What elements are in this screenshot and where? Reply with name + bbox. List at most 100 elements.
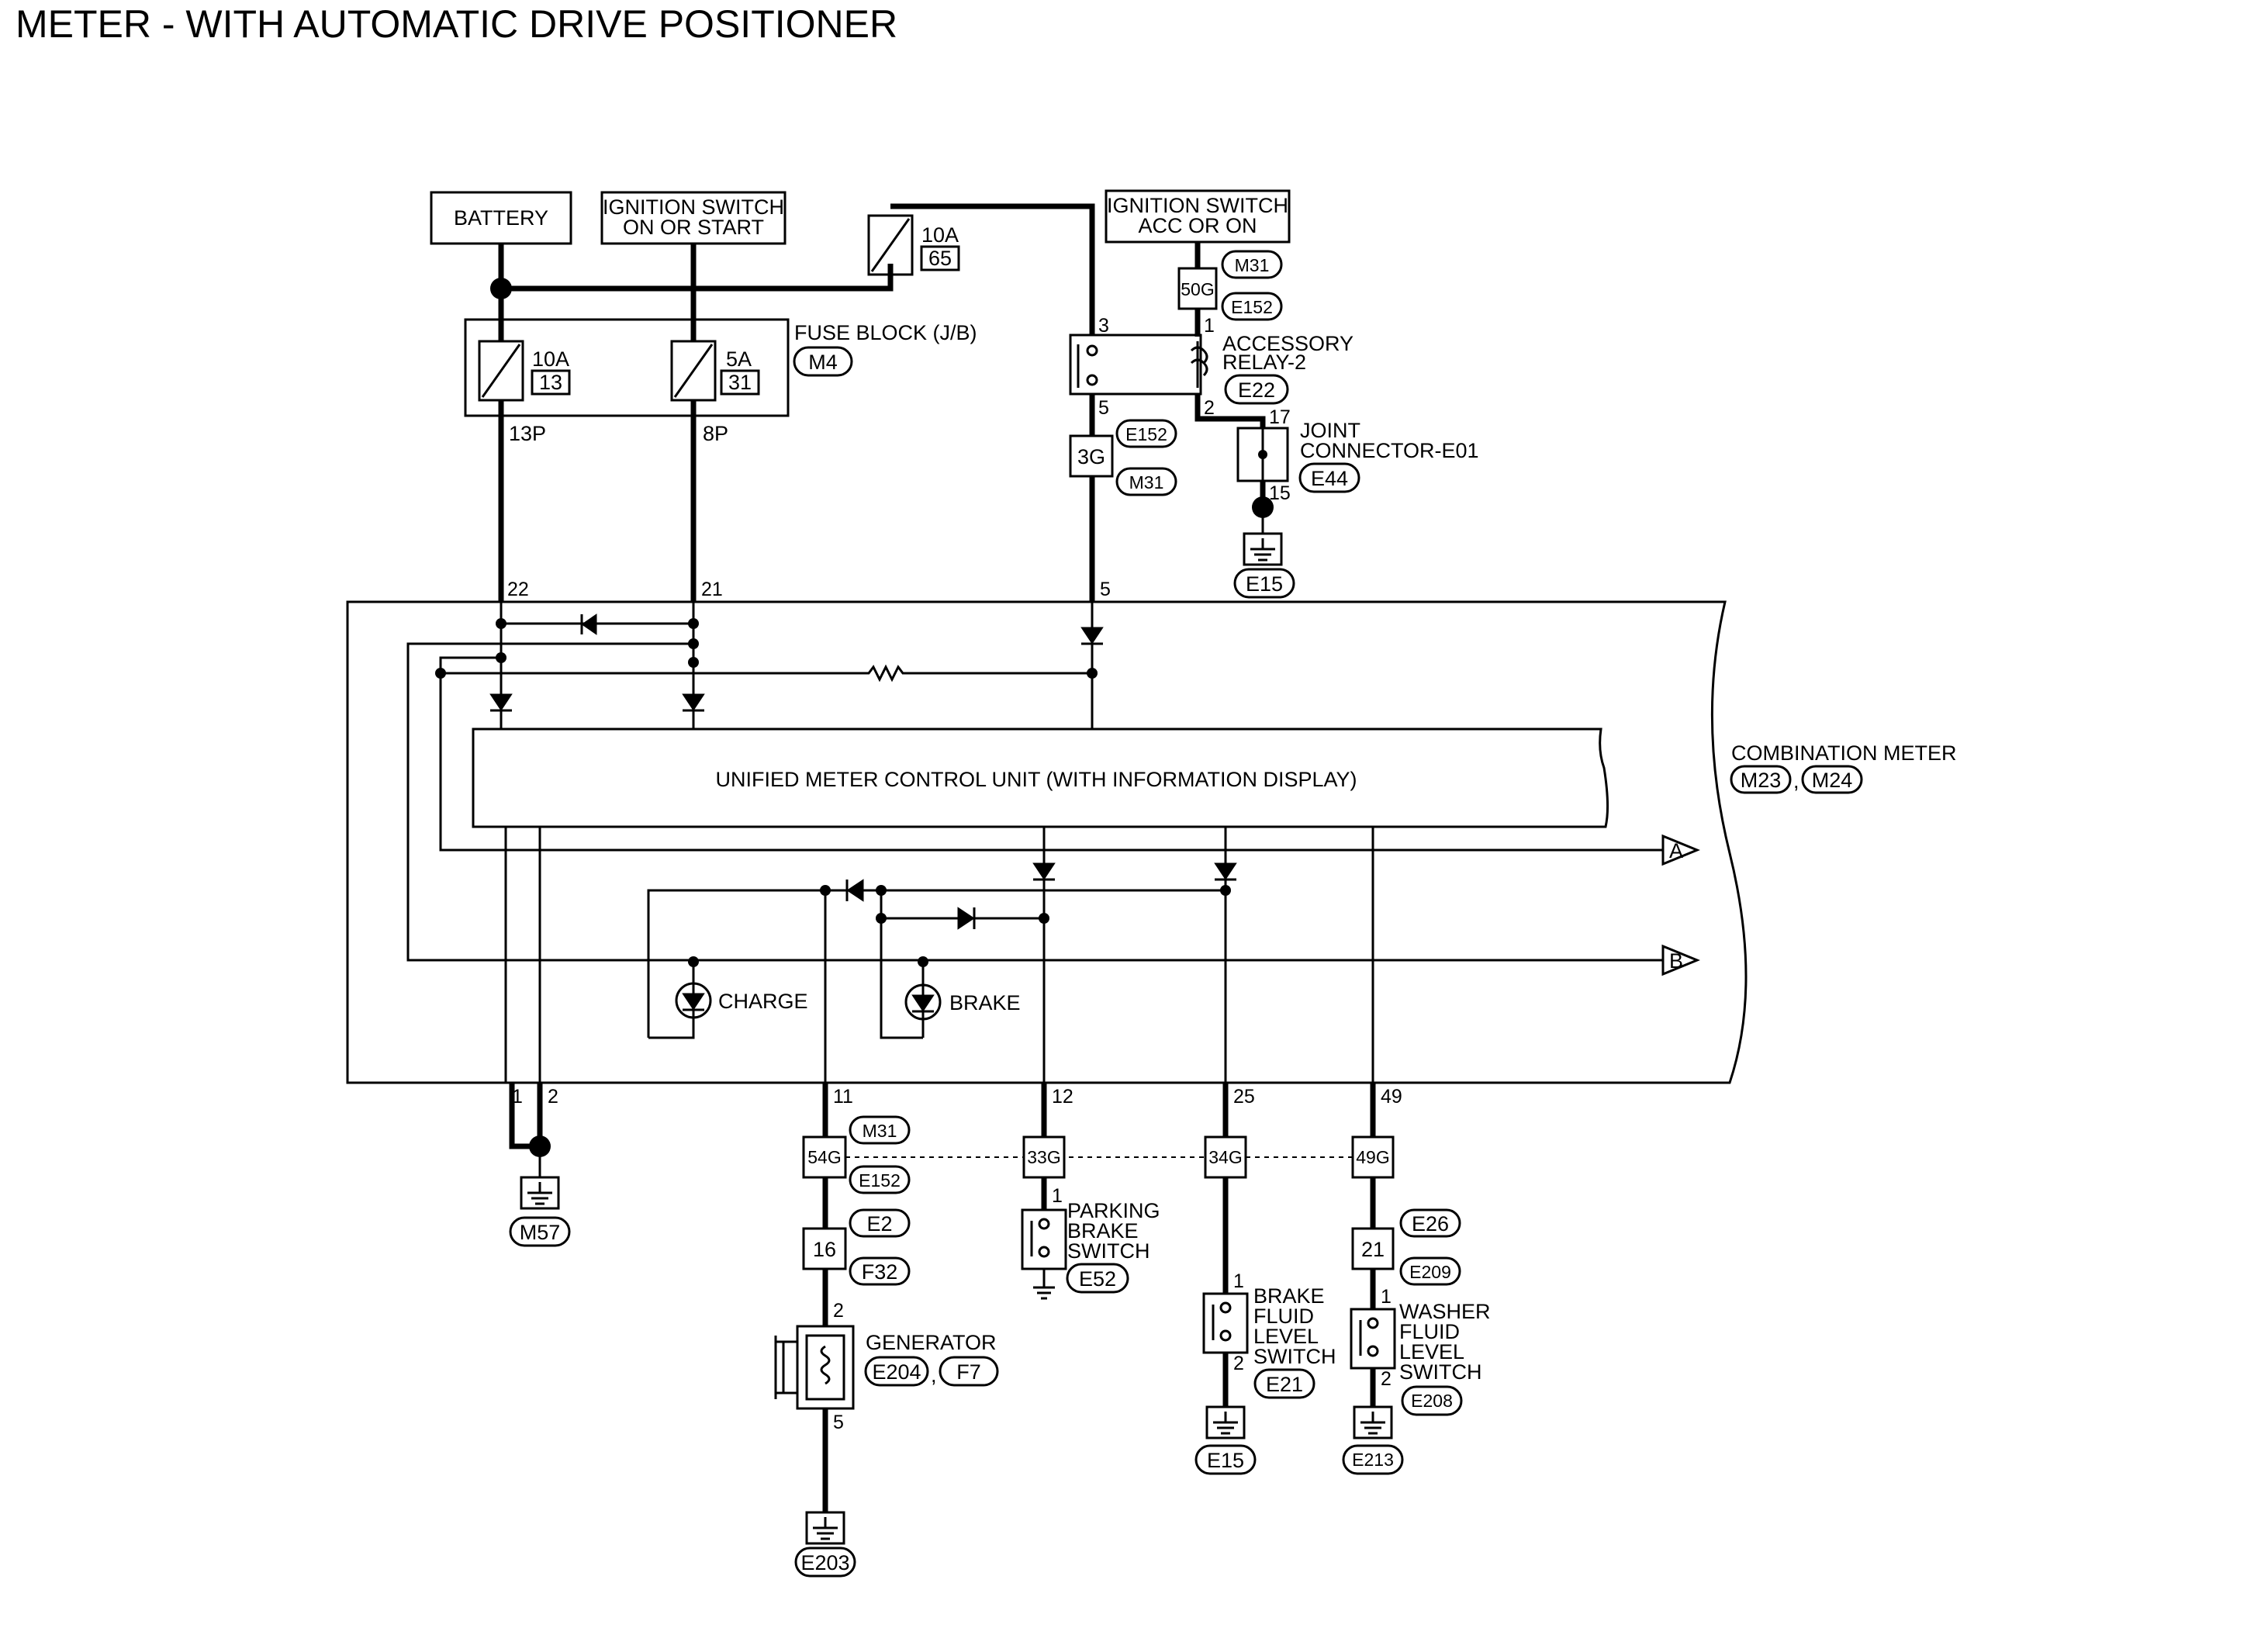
svg-text:17: 17 xyxy=(1269,406,1291,428)
svg-text:5: 5 xyxy=(1098,397,1109,419)
svg-text:2: 2 xyxy=(1233,1353,1244,1374)
svg-text:2: 2 xyxy=(1204,397,1215,419)
connector-34g: 34G xyxy=(1204,1135,1247,1179)
joint-connector-e01: 17 15 JOINT CONNECTOR-E01 E44 xyxy=(1236,406,1479,504)
svg-text:10A: 10A xyxy=(532,347,569,371)
svg-text:5: 5 xyxy=(1100,579,1111,600)
connector-arrow-b: B xyxy=(1661,944,1700,976)
ignition-switch-acc-box: IGNITION SWITCH ACC OR ON xyxy=(1105,189,1291,244)
svg-text:F32: F32 xyxy=(862,1260,898,1284)
svg-text:E204: E204 xyxy=(872,1360,921,1384)
svg-text:3G: 3G xyxy=(1077,445,1105,468)
svg-text:49G: 49G xyxy=(1356,1147,1389,1167)
ground-e15-top: E15 xyxy=(1233,532,1295,599)
svg-text:5A: 5A xyxy=(726,347,752,371)
svg-text:FUSE BLOCK (J/B): FUSE BLOCK (J/B) xyxy=(794,321,977,344)
svg-text:CONNECTOR-E01: CONNECTOR-E01 xyxy=(1300,439,1479,462)
svg-text:13P: 13P xyxy=(509,422,546,445)
svg-text:B: B xyxy=(1669,949,1683,973)
svg-text:IGNITION SWITCH: IGNITION SWITCH xyxy=(1107,194,1288,217)
svg-text:65: 65 xyxy=(928,247,952,270)
svg-text:A: A xyxy=(1669,839,1683,862)
svg-text:BATTERY: BATTERY xyxy=(454,206,548,230)
svg-text:,: , xyxy=(931,1363,937,1387)
svg-text:49: 49 xyxy=(1381,1086,1402,1108)
connector-3g: 3G E152 M31 xyxy=(1069,419,1177,496)
unified-meter-control-unit: UNIFIED METER CONTROL UNIT (WITH INFORMA… xyxy=(472,728,1609,828)
svg-text:M24: M24 xyxy=(1812,769,1853,792)
svg-text:M31: M31 xyxy=(863,1121,897,1141)
charge-lamp: CHARGE xyxy=(648,956,808,1039)
svg-text:54G: 54G xyxy=(807,1147,841,1167)
svg-text:FLUID: FLUID xyxy=(1399,1320,1460,1343)
svg-text:E22: E22 xyxy=(1238,378,1275,402)
svg-text:2: 2 xyxy=(833,1300,844,1322)
accessory-relay-2: 3 1 5 2 ACCESSORY RELAY-2 E22 xyxy=(1069,315,1353,419)
connector-21: 21 E26 E209 xyxy=(1351,1208,1461,1286)
svg-text:LEVEL: LEVEL xyxy=(1253,1325,1319,1348)
svg-text:M31: M31 xyxy=(1129,472,1164,492)
svg-text:5: 5 xyxy=(833,1412,844,1433)
connector-49g: 49G xyxy=(1351,1135,1395,1179)
parking-brake-switch: PARKING BRAKE SWITCH E52 xyxy=(1021,1199,1160,1300)
connector-arrow-a: A xyxy=(1661,834,1700,866)
svg-text:JOINT: JOINT xyxy=(1300,419,1360,442)
generator: GENERATOR E204 , F7 xyxy=(774,1325,999,1410)
connector-50g: 50G M31 E152 xyxy=(1177,250,1283,321)
brake-lamp: BRAKE xyxy=(904,956,1021,1038)
svg-text:ACC OR ON: ACC OR ON xyxy=(1138,214,1257,237)
svg-text:E209: E209 xyxy=(1409,1262,1451,1282)
svg-text:10A: 10A xyxy=(921,223,959,247)
svg-text:22: 22 xyxy=(507,579,529,600)
combination-meter: COMBINATION METER M23 , M24 xyxy=(346,600,1957,1084)
svg-text:M57: M57 xyxy=(520,1221,561,1244)
svg-text:E15: E15 xyxy=(1207,1449,1244,1472)
svg-text:2: 2 xyxy=(1381,1368,1392,1390)
connector-54g: 54G M31 E152 xyxy=(802,1115,911,1194)
svg-text:15: 15 xyxy=(1269,482,1291,504)
svg-text:34G: 34G xyxy=(1208,1147,1242,1167)
brake-fluid-level-switch: BRAKE FLUID LEVEL SWITCH E21 xyxy=(1202,1284,1336,1399)
svg-text:E203: E203 xyxy=(800,1551,849,1574)
svg-text:E21: E21 xyxy=(1266,1373,1303,1396)
ground-e213: E213 xyxy=(1342,1405,1404,1475)
svg-text:M4: M4 xyxy=(808,351,838,374)
ground-m57: M57 xyxy=(509,1176,571,1247)
connector-16: 16 E2 F32 xyxy=(802,1208,911,1286)
svg-text:2: 2 xyxy=(548,1086,558,1108)
svg-text:,: , xyxy=(1793,769,1799,793)
fuse-block: 10A 13 5A 31 FUSE BLOCK (J/B) M4 13P 8P xyxy=(464,318,977,445)
svg-text:50G: 50G xyxy=(1181,279,1214,299)
connector-33g: 33G xyxy=(1022,1135,1066,1179)
fuse-65: 10A 65 xyxy=(867,214,960,276)
svg-text:E152: E152 xyxy=(859,1170,901,1191)
svg-text:E208: E208 xyxy=(1411,1391,1453,1411)
ground-e203: E203 xyxy=(794,1511,856,1578)
svg-text:E152: E152 xyxy=(1231,297,1273,317)
svg-text:E152: E152 xyxy=(1125,424,1167,444)
svg-text:CHARGE: CHARGE xyxy=(718,990,808,1013)
ignition-switch-on-box: IGNITION SWITCH ON OR START xyxy=(600,191,787,245)
svg-text:E15: E15 xyxy=(1246,572,1283,596)
svg-text:8P: 8P xyxy=(703,422,728,445)
svg-text:BRAKE: BRAKE xyxy=(1253,1284,1325,1308)
svg-text:BRAKE: BRAKE xyxy=(1067,1219,1139,1242)
svg-text:11: 11 xyxy=(833,1086,853,1108)
svg-text:BRAKE: BRAKE xyxy=(949,991,1021,1014)
svg-text:1: 1 xyxy=(1233,1270,1244,1292)
svg-text:WASHER: WASHER xyxy=(1399,1300,1491,1323)
ground-e15-bottom: E15 xyxy=(1194,1405,1257,1475)
svg-text:E52: E52 xyxy=(1079,1267,1116,1291)
svg-text:33G: 33G xyxy=(1027,1147,1060,1167)
battery-box: BATTERY xyxy=(430,191,572,245)
svg-text:16: 16 xyxy=(813,1238,836,1261)
svg-text:E213: E213 xyxy=(1352,1450,1394,1470)
svg-text:12: 12 xyxy=(1052,1086,1073,1108)
svg-text:SWITCH: SWITCH xyxy=(1399,1360,1481,1384)
svg-text:SWITCH: SWITCH xyxy=(1067,1239,1150,1263)
svg-text:1: 1 xyxy=(1052,1185,1063,1207)
svg-text:31: 31 xyxy=(728,371,752,394)
svg-text:21: 21 xyxy=(701,579,723,600)
svg-text:E44: E44 xyxy=(1311,467,1348,490)
